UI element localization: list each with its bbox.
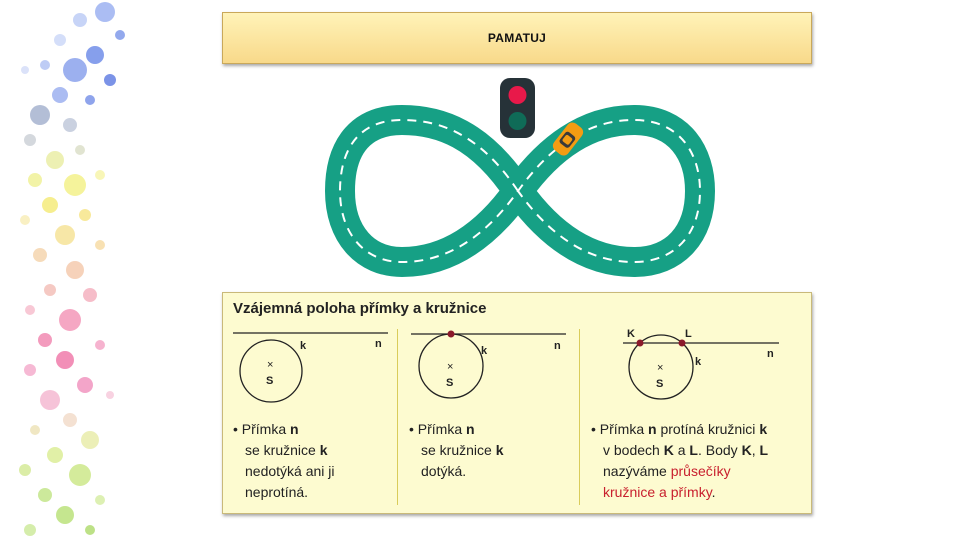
label-n: n — [554, 340, 561, 352]
highlight-intersections: průsečíky — [670, 463, 731, 479]
diagram-secant-line: K L n k × S — [623, 328, 779, 400]
description-secant: • Přímka n protíná kružnici k v bodech K… — [591, 421, 769, 500]
intersection-point-k — [636, 339, 644, 347]
car-icon — [552, 122, 584, 156]
center-mark: × — [447, 361, 453, 373]
circle-k — [239, 339, 303, 403]
title-banner: PAMATUJ — [222, 12, 812, 64]
decorative-bubbles — [19, 2, 125, 536]
diagram-tangent-line: n k × S — [411, 330, 566, 399]
page-title: PAMATUJ — [487, 31, 547, 45]
label-k: k — [695, 356, 702, 368]
infinity-road — [325, 105, 715, 277]
diagram-line-outside-circle: n k × S — [233, 332, 388, 403]
label-s: S — [656, 378, 663, 390]
label-s: S — [266, 375, 273, 387]
panel-title: Vzájemná poloha přímky a kružnice — [233, 300, 487, 317]
label-point-l: L — [685, 328, 692, 340]
infinity-road-illustration — [325, 78, 715, 277]
label-k: k — [300, 340, 307, 352]
center-mark: × — [267, 359, 273, 371]
case-disjoint: n k × S • Přímka n se kružnice k nedotýk… — [233, 323, 398, 507]
case-secant: K L n k × S • Přímka n protíná kružnici … — [591, 323, 806, 507]
column-divider — [397, 329, 398, 505]
info-panel: Vzájemná poloha přímky a kružnice n k × … — [222, 292, 812, 514]
column-divider — [579, 329, 580, 505]
label-k: k — [481, 345, 488, 357]
description-tangent: • Přímka n se kružnice k dotýká. — [409, 421, 504, 479]
label-s: S — [446, 377, 453, 389]
case-tangent: n k × S • Přímka n se kružnice k dotýká. — [409, 323, 581, 507]
circle-k — [628, 334, 694, 400]
label-n: n — [767, 348, 774, 360]
highlight-circle-and-line: kružnice a přímky — [603, 484, 712, 500]
intersection-point-l — [678, 339, 686, 347]
label-n: n — [375, 338, 382, 350]
traffic-light-icon — [500, 78, 535, 138]
center-mark: × — [657, 362, 663, 374]
tangent-point — [447, 330, 455, 338]
label-point-k: K — [627, 328, 635, 340]
description-disjoint: • Přímka n se kružnice k nedotýká ani ji… — [233, 421, 335, 500]
